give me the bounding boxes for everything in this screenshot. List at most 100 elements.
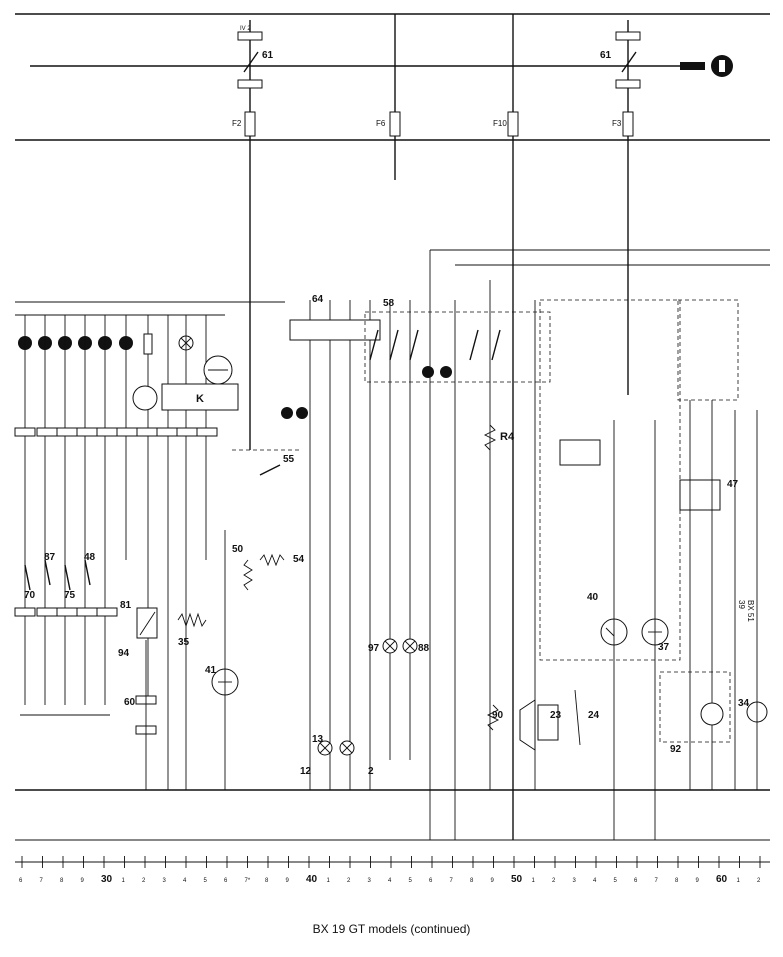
grid-tick-label: 30: [101, 874, 113, 885]
svg-text:75: 75: [64, 590, 76, 601]
component-60: 60: [124, 640, 157, 790]
fuse-F3: F3: [612, 20, 641, 395]
grid-tick-label: 7: [40, 878, 44, 884]
svg-text:K: K: [196, 393, 204, 405]
connector-row-left: [14, 427, 218, 617]
component-50: 50: [232, 544, 253, 591]
svg-text:61: 61: [262, 50, 274, 61]
grid-tick-label: 1: [532, 878, 536, 884]
grid-tick-label: 8: [470, 878, 474, 884]
grid-tick-label: 5: [614, 878, 618, 884]
grid-tick-label: 5: [409, 878, 413, 884]
ignition-switch-61-left: 61: [243, 50, 274, 73]
svg-text:92: 92: [670, 744, 682, 755]
fuse-F6: F6: [376, 14, 401, 180]
component-54: 54: [259, 553, 305, 567]
grid-tick-label: 6: [224, 878, 228, 884]
grid-tick-label: 9: [81, 878, 85, 884]
grid-tick-label: 5: [204, 878, 208, 884]
component-55: 55: [232, 449, 300, 476]
svg-text:70: 70: [24, 590, 36, 601]
motor-34: 34: [738, 410, 768, 790]
grid-tick-label: 8: [60, 878, 64, 884]
svg-text:54: 54: [293, 554, 305, 565]
grid-tick-label: 4: [183, 878, 187, 884]
relay-R4: R4: [483, 424, 515, 451]
fuse-F2: F2 IV 2 III 4: [232, 20, 263, 450]
grid-tick-label: 1: [737, 878, 741, 884]
grid-tick-label: 3: [163, 878, 167, 884]
grid-tick-label: 6: [19, 878, 23, 884]
svg-text:55: 55: [283, 454, 295, 465]
svg-text:97: 97: [368, 643, 380, 654]
svg-text:2: 2: [368, 766, 374, 777]
grid-tick-label: 2: [552, 878, 556, 884]
svg-text:64: 64: [312, 294, 324, 305]
svg-text:IV 2: IV 2: [240, 26, 251, 32]
grid-tick-label: 9: [696, 878, 700, 884]
svg-text:40: 40: [587, 592, 599, 603]
grid-tick-label: 4: [388, 878, 392, 884]
svg-text:F6: F6: [376, 119, 386, 128]
switch-group-left: 70 87 75 48 81: [24, 552, 132, 611]
grid-tick-label: 7: [655, 878, 659, 884]
grid-tick-label: 7: [450, 878, 454, 884]
svg-text:37: 37: [658, 642, 670, 653]
ignition-key-icon: [645, 55, 733, 77]
grid-tick-label: 60: [716, 874, 728, 885]
svg-text:F3: F3: [612, 119, 622, 128]
grid-tick-label: 50: [511, 874, 523, 885]
svg-text:94: 94: [118, 648, 130, 659]
svg-text:23: 23: [550, 710, 562, 721]
svg-text:13: 13: [312, 734, 324, 745]
svg-text:12: 12: [300, 766, 312, 777]
motor-41: 41: [205, 530, 239, 790]
svg-text:F2: F2: [232, 119, 242, 128]
svg-text:61: 61: [600, 50, 612, 61]
svg-text:60: 60: [124, 697, 136, 708]
grid-tick-label: 7*: [245, 878, 251, 884]
components-23-24: 23 24: [519, 689, 600, 751]
grid-tick-label: 2: [347, 878, 351, 884]
grid-tick-label: 9: [491, 878, 495, 884]
grid-tick-label: 6: [429, 878, 433, 884]
lamps-97-88: 97 88: [368, 638, 430, 654]
svg-text:F10: F10: [493, 119, 507, 128]
motor-92: 92: [659, 671, 731, 755]
gauge-37: 37: [641, 420, 670, 840]
grid-tick-label: 2: [757, 878, 761, 884]
grid-tick-label: 6: [634, 878, 638, 884]
svg-text:87: 87: [44, 552, 56, 563]
gauge-40: 40: [587, 420, 628, 840]
ignition-switch-61-right: 61: [600, 50, 637, 73]
grid-tick-label: 8: [265, 878, 269, 884]
diagram-caption: BX 19 GT models (continued): [312, 922, 471, 936]
component-58: 58: [364, 298, 551, 383]
svg-text:48: 48: [84, 552, 96, 563]
horn-90: 90: [486, 704, 504, 731]
svg-text:50: 50: [232, 544, 244, 555]
fuse-F10: F10: [493, 14, 519, 840]
svg-text:81: 81: [120, 600, 132, 611]
center-wiring: [309, 249, 770, 840]
supply-rails: [15, 13, 770, 841]
svg-text:90: 90: [492, 710, 504, 721]
grid-tick-label: 2: [142, 878, 146, 884]
grid-tick-label: 4: [593, 878, 597, 884]
svg-text:88: 88: [418, 643, 430, 654]
lamps-13: 13 12 2: [300, 734, 374, 777]
svg-text:41: 41: [205, 665, 217, 676]
grid-tick-label: 3: [368, 878, 372, 884]
svg-text:58: 58: [383, 298, 395, 309]
grid-tick-label: 8: [675, 878, 679, 884]
svg-text:35: 35: [178, 637, 190, 648]
component-64: 64: [281, 294, 381, 419]
grid-tick-label: 9: [286, 878, 290, 884]
grid-tick-label: 40: [306, 874, 318, 885]
svg-text:47: 47: [727, 479, 739, 490]
svg-text:34: 34: [738, 698, 750, 709]
side-label: BX 51 39: [737, 600, 755, 622]
grid-tick-label: 1: [122, 878, 126, 884]
grid-tick-label: 1: [327, 878, 331, 884]
